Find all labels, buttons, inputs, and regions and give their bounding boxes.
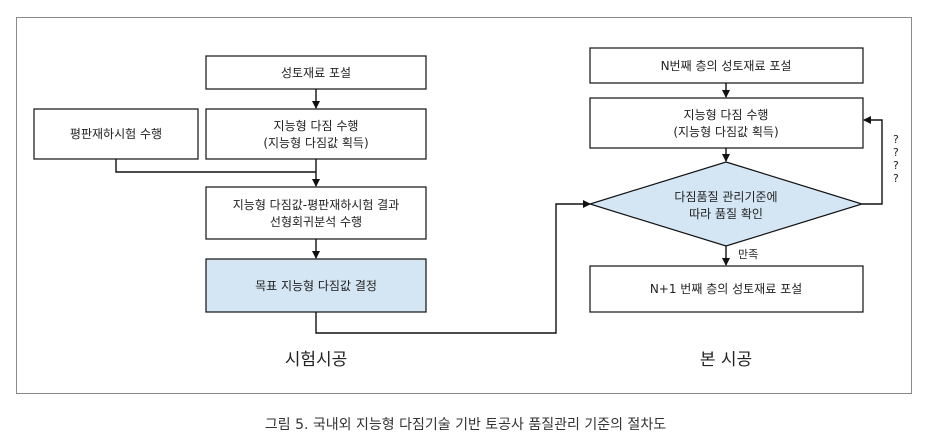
box-nth-layer [589, 47, 864, 84]
decision-quality-check-text-1: 다짐품질 관리기준에 [674, 190, 777, 204]
box-n-plus-1-layer-text: N+1 번째 층의 성토재료 포설 [650, 282, 802, 296]
box-intelligent-compaction-text-1: 지능형 다짐 수행 [274, 118, 359, 133]
box-right-compaction [589, 97, 864, 149]
arrow-decision-loop-back [862, 116, 883, 205]
box-target-value-text: 목표 지능형 다짐값 결정 [255, 279, 377, 293]
decision-quality-check-text-2: 따라 품질 확인 [689, 207, 763, 221]
box-intelligent-compaction [205, 108, 427, 160]
box-regression-analysis-text-2: 선형회귀분석 수행 [270, 214, 362, 229]
decision-quality-check [587, 161, 865, 247]
section-label-main: 본 시공 [700, 350, 752, 370]
box-regression-analysis [205, 186, 427, 240]
box-n-plus-1-layer [589, 265, 864, 313]
box-right-compaction-text-2: (지능형 다짐값 획득) [673, 125, 778, 139]
label-loop-q2: ? [893, 146, 899, 159]
label-loop-q4: ? [893, 172, 899, 185]
box-nth-layer-text: N번째 층의 성토재료 포설 [661, 59, 792, 73]
label-satisfied: 만족 [738, 248, 758, 261]
box-regression-analysis-text-1: 지능형 다짐값-평판재하시험 결과 [233, 198, 400, 212]
box-intelligent-compaction-text-2: (지능형 다짐값 획득) [263, 136, 368, 150]
box-plate-load-test [33, 108, 199, 160]
label-loop-q1: ? [893, 133, 899, 146]
box-fill-material-text: 성토재료 포설 [281, 66, 351, 80]
box-plate-load-test-text: 평판재하시험 수행 [70, 126, 162, 141]
section-label-trial: 시험시공 [285, 350, 348, 370]
diagram-frame [16, 17, 912, 394]
figure-caption: 그림 5. 국내외 지능형 다짐기술 기반 토공사 품질관리 기준의 절차도 [264, 417, 667, 433]
arrow-left-to-right [315, 200, 591, 334]
line-side-merge [115, 159, 316, 173]
box-right-compaction-text-1: 지능형 다짐 수행 [684, 107, 769, 122]
label-loop-q3: ? [893, 159, 899, 172]
box-target-value [205, 258, 427, 313]
